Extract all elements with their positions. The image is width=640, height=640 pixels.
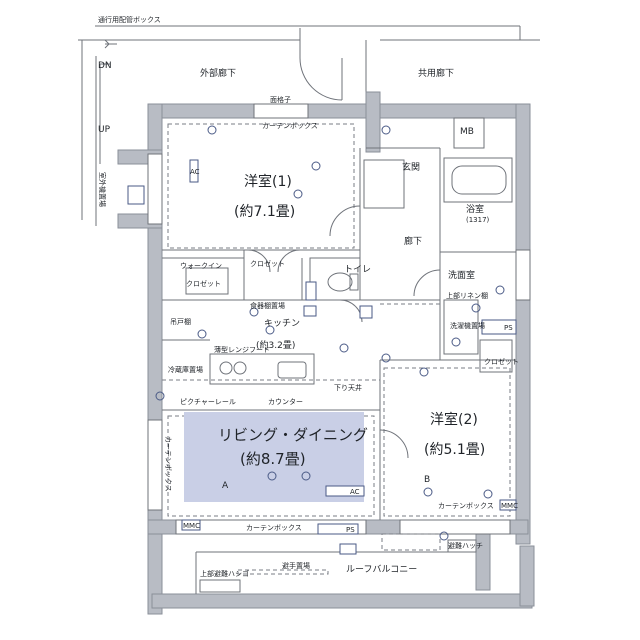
label-hang: 吊戸棚 [170, 317, 191, 326]
label-closet2: クロゼット [484, 357, 519, 366]
exterior-lines [78, 25, 540, 226]
label-drop-wall: 下り天井 [334, 383, 362, 392]
label-closet: クロゼット [250, 259, 285, 268]
outer-walls [117, 91, 535, 615]
label-kitchen-size: (約3.2畳) [256, 339, 295, 351]
label-washer: 洗濯機置場 [450, 321, 485, 330]
partitions [162, 117, 516, 520]
label-evac-hatch: 避難ハッチ [448, 541, 483, 550]
label-mmc-1: MMC [183, 522, 200, 530]
markers [127, 125, 517, 541]
label-living-size: (約8.7畳) [240, 450, 306, 468]
balcony [195, 523, 477, 594]
label-curtain-box-top: カーテンボックス [262, 122, 318, 130]
label-hallway: 廊下 [404, 235, 422, 247]
label-dn: DN [98, 61, 112, 71]
label-living-name: リビング・ダイニング [218, 426, 368, 444]
label-curtain-box-left: カーテンボックス [164, 436, 172, 492]
label-linen: 上部リネン棚 [446, 291, 488, 300]
label-outer-corridor: 外部廊下 [200, 67, 236, 79]
toilet-fixture [327, 272, 359, 292]
label-bath: 浴室 [466, 203, 484, 215]
label-washroom: 洗面室 [448, 269, 475, 281]
label-ps-bottom: PS [346, 526, 355, 534]
doors [247, 205, 441, 459]
kitchen-fixtures [185, 267, 315, 385]
label-roof-balcony: ルーフバルコニー [346, 564, 417, 575]
label-western1-size: (約7.1畳) [234, 204, 295, 220]
label-range-hood: 薄型レンジフード [214, 345, 270, 354]
label-entrance: 玄関 [402, 161, 420, 173]
label-ac-1: AC [350, 488, 360, 496]
label-walkin: ウォークイン [180, 262, 222, 270]
label-curtain-box-bottom2: カーテンボックス [438, 502, 494, 510]
label-handrail: 面格子 [270, 95, 291, 104]
label-common-corridor: 共用廊下 [418, 67, 454, 79]
label-a: A [222, 481, 229, 491]
label-fridge: 冷蔵庫置場 [168, 365, 203, 374]
label-mmc-2: MMC [501, 502, 518, 510]
label-walkin2: クロゼット [186, 279, 221, 288]
label-western1-name: 洋室(1) [244, 173, 292, 190]
ceiling-dashes [162, 123, 511, 517]
label-ps: PS [504, 324, 513, 332]
label-curtain-box-bottom: カーテンボックス [246, 524, 302, 532]
label-kitchen-name: キッチン [264, 318, 300, 329]
label-ac-2: AC [190, 168, 200, 176]
labels: 通行用配管ボックス DN UP 外部廊下 共用廊下 面格子 カーテンボックス M… [98, 15, 519, 578]
label-counter: カウンター [268, 397, 303, 406]
label-dish: 食器棚置場 [250, 301, 285, 310]
label-pipe-box: 通行用配管ボックス [98, 15, 161, 24]
label-upper-evac: 上部避難ハシゴ [200, 569, 249, 578]
label-bath-size: (1317) [466, 216, 490, 224]
label-b: B [424, 475, 430, 485]
label-toilet: トイレ [344, 265, 371, 275]
label-outdoor-unit: 室外機置場 [98, 172, 107, 207]
label-mb: MB [460, 127, 474, 137]
label-drain: 避手置場 [282, 561, 310, 570]
label-western2-name: 洋室(2) [430, 411, 478, 428]
label-up: UP [98, 125, 111, 135]
label-picture-rail: ピクチャーレール [180, 398, 236, 406]
label-western2-size: (約5.1畳) [424, 442, 485, 458]
